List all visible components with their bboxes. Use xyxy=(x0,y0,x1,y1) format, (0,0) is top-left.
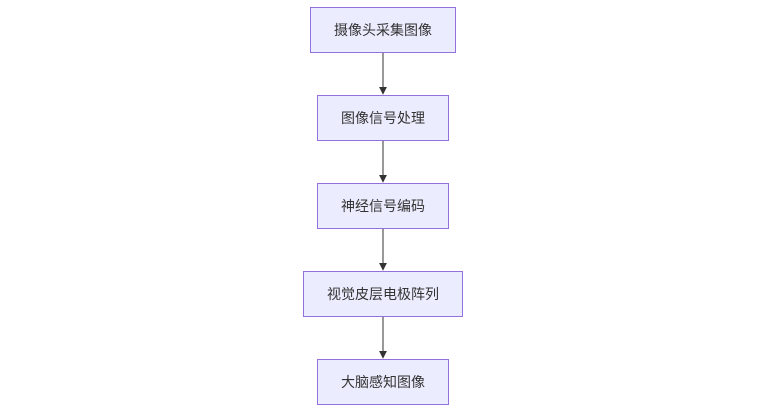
node-label: 图像信号处理 xyxy=(341,111,425,127)
node-label: 神经信号编码 xyxy=(341,199,425,215)
node-image-signal-processing: 图像信号处理 xyxy=(317,95,449,141)
node-neural-signal-encoding: 神经信号编码 xyxy=(317,183,449,229)
node-brain-perceives-image: 大脑感知图像 xyxy=(317,359,449,405)
node-label: 视觉皮层电极阵列 xyxy=(327,287,439,303)
node-label: 摄像头采集图像 xyxy=(334,23,432,39)
node-camera-capture: 摄像头采集图像 xyxy=(310,7,456,53)
node-label: 大脑感知图像 xyxy=(341,375,425,391)
node-visual-cortex-electrode-array: 视觉皮层电极阵列 xyxy=(303,271,463,317)
